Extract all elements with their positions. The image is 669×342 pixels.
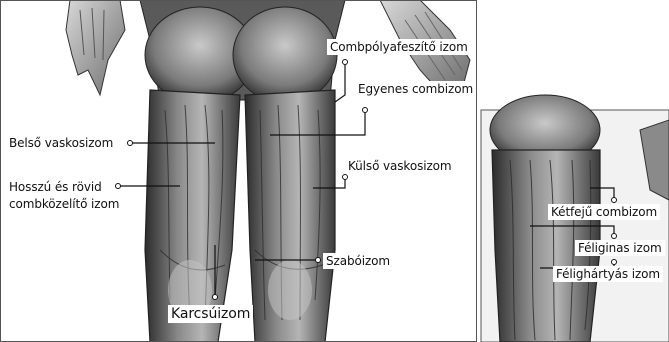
label-karcsuizom: Karcsúizom bbox=[168, 305, 253, 323]
label-belso-vaskosizom: Belső vaskosizom bbox=[6, 135, 116, 151]
label-kulso-vaskosizom: Külső vaskosizom bbox=[345, 158, 455, 174]
label-egyenes-combizom: Egyenes combizom bbox=[355, 81, 476, 97]
label-felihartyas-izom: Félighártyás izom bbox=[553, 266, 663, 282]
right-glute-shape bbox=[233, 7, 337, 103]
label-feliginas-izom: Féliginas izom bbox=[575, 240, 665, 256]
label-ketfeju-combizom: Kétfejű combizom bbox=[548, 204, 660, 220]
label-combpolyafeszito-izom: Combpólyafeszítő izom bbox=[327, 39, 471, 55]
label-szaboizom: Szabóizom bbox=[323, 253, 393, 269]
label-combkozelito-izom: combközelítő izom bbox=[6, 196, 122, 212]
label-hosszu-es-rovid: Hosszú és rövid bbox=[6, 179, 105, 195]
